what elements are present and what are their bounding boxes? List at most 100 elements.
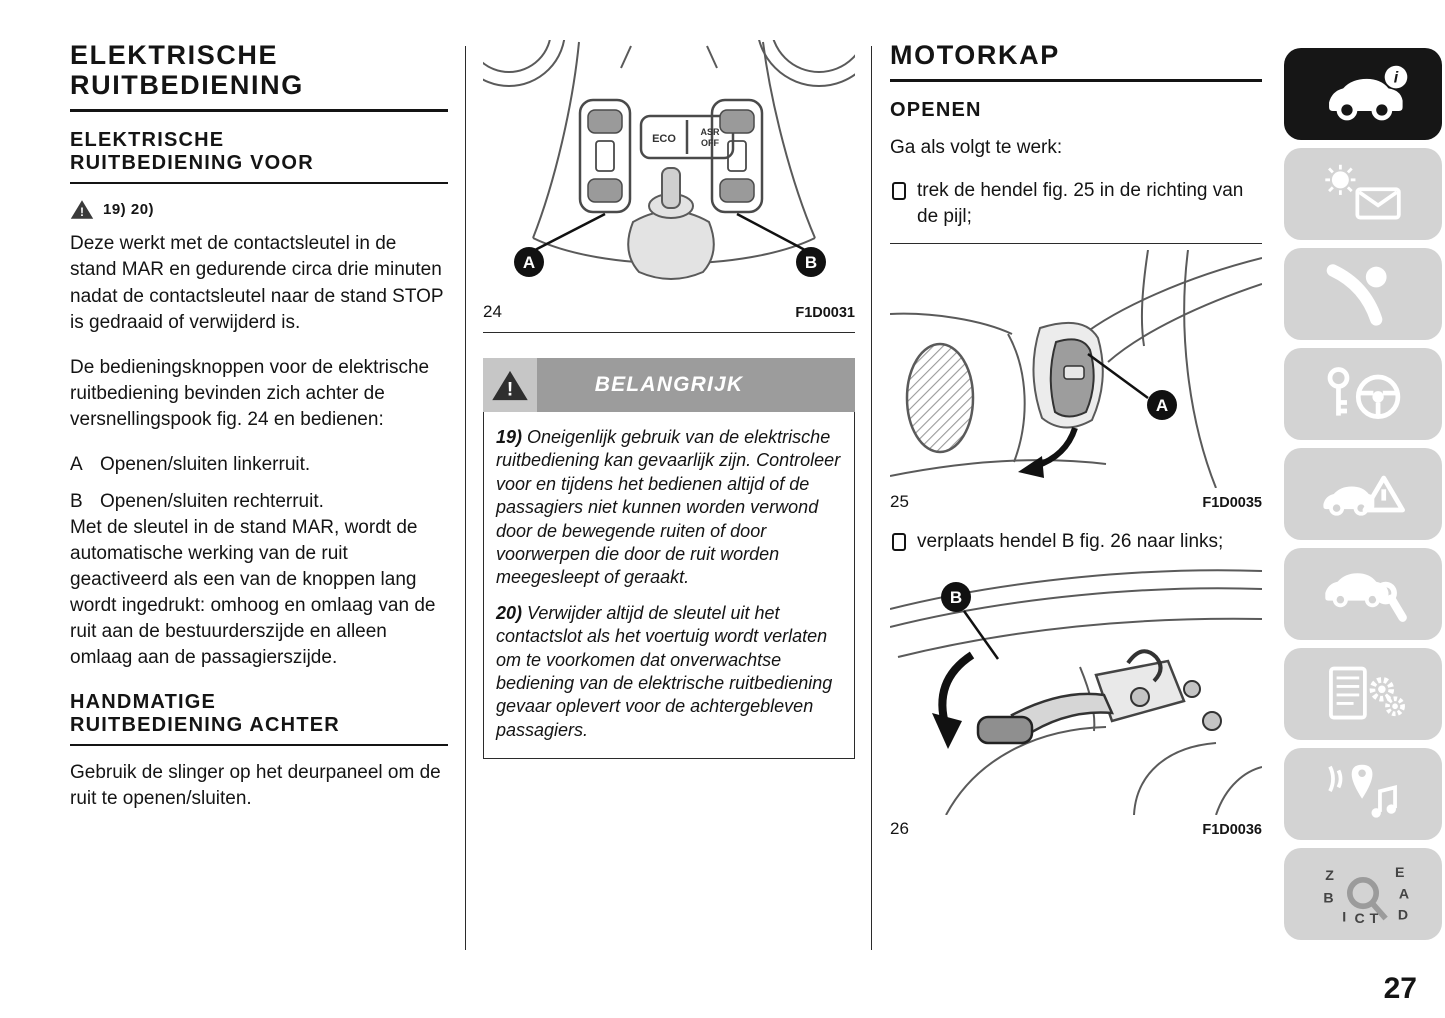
sidebar-tab-dashboard-lights-messages[interactable] xyxy=(1284,148,1442,240)
heading-openen: OPENEN xyxy=(890,99,1262,122)
figure-code: F1D0036 xyxy=(1202,822,1262,839)
section-title-motorkap: MOTORKAP xyxy=(890,40,1262,83)
paragraph: Met de sleutel in de stand MAR, wordt de… xyxy=(70,516,436,668)
figure-code: F1D0031 xyxy=(795,305,855,321)
figure-25-illustration: A xyxy=(890,250,1262,489)
note-text: Oneigenlijk gebruik van de elektrische r… xyxy=(496,427,841,588)
heading-line: HANDMATIGE xyxy=(70,690,217,713)
svg-text:D: D xyxy=(1398,906,1408,922)
chapter-tab-sidebar: i xyxy=(1284,48,1442,948)
note-ref: 19) xyxy=(496,427,523,447)
figure-26-caption: 26 F1D0036 xyxy=(890,819,1262,839)
heading-handmatige-ruitbediening-achter: HANDMATIGE RUITBEDIENING ACHTER xyxy=(70,691,448,746)
note-text: Verwijder altijd de sleutel uit het cont… xyxy=(496,602,833,740)
spec-sheet-gears-icon xyxy=(1329,666,1405,720)
heading-elektrische-ruitbediening-voor: ELEKTRISCHE RUITBEDIENING VOOR xyxy=(70,129,448,185)
list-item-b: B Openen/sluiten rechterruit. xyxy=(70,489,448,515)
safety-catch-lever xyxy=(976,716,1034,745)
heading-line: ELEKTRISCHE xyxy=(70,129,225,152)
svg-text:!: ! xyxy=(507,379,513,400)
eco-button-label: ECO xyxy=(652,133,676,145)
note-20: 20) Verwijder altijd de sleutel uit het … xyxy=(496,602,842,742)
title-line: MOTORKAP xyxy=(890,40,1060,70)
svg-text:E: E xyxy=(1395,864,1404,880)
fig26-label-b-badge: B xyxy=(941,582,971,613)
fig25-label-a-badge: A xyxy=(1147,390,1177,421)
sidebar-tab-safety[interactable] xyxy=(1284,248,1442,340)
sidebar-tab-technical-data[interactable] xyxy=(1284,648,1442,740)
figure-24-illustration: ECO ASR OFF A B xyxy=(483,40,855,280)
horizontal-rule xyxy=(890,243,1262,245)
list-item-key: A xyxy=(70,453,83,475)
car-wrench-icon xyxy=(1325,573,1407,622)
figure-24-caption: 24 F1D0031 xyxy=(483,302,855,322)
svg-text:B: B xyxy=(1323,889,1333,905)
important-notes: 19) Oneigenlijk gebruik van de elektrisc… xyxy=(483,412,855,760)
figure-24: ECO ASR OFF A B 24 F1D0031 xyxy=(483,40,855,322)
right-column: MOTORKAP OPENEN Ga als volgt te werk: tr… xyxy=(890,40,1262,839)
note-ref: 20) xyxy=(496,602,523,623)
heading-line: RUITBEDIENING VOOR xyxy=(70,152,314,175)
warning-reference-row: ! 19) 20) xyxy=(70,199,448,220)
figure-26-illustration: B xyxy=(890,569,1262,816)
sidebar-tab-multimedia[interactable] xyxy=(1284,748,1442,840)
section-title-elektrische-ruitbediening: ELEKTRISCHE RUITBEDIENING xyxy=(70,40,448,113)
key-steering-icon xyxy=(1327,367,1401,419)
svg-text:I: I xyxy=(1342,908,1346,924)
title-line: RUITBEDIENING xyxy=(70,70,304,101)
car-info-icon: i xyxy=(1329,65,1408,121)
svg-text:C: C xyxy=(1355,910,1365,926)
note-19: 19) Oneigenlijk gebruik van de elektrisc… xyxy=(496,426,842,590)
step-item-1: trek de hendel fig. 25 in de richting va… xyxy=(890,178,1262,230)
column-divider xyxy=(465,46,466,950)
svg-text:T: T xyxy=(1370,910,1379,926)
paragraph: Deze werkt met de contactsleutel in de s… xyxy=(70,233,444,333)
warning-triangle-icon: ! xyxy=(492,370,528,400)
list-item-text: Openen/sluiten rechterruit. xyxy=(100,490,324,512)
figure-26: B 26 F1D0036 xyxy=(890,563,1262,839)
warning-triangle-icon: ! xyxy=(70,200,94,219)
checkbox-bullet-icon xyxy=(892,533,906,552)
svg-text:Z: Z xyxy=(1325,867,1334,883)
svg-text:A: A xyxy=(1399,886,1409,902)
fig24-label-b-badge: B xyxy=(796,247,826,277)
speaker-grille xyxy=(905,343,975,454)
fig24-label-a-badge: A xyxy=(514,247,544,277)
step-text: trek de hendel fig. 25 in de richting va… xyxy=(917,180,1244,228)
sidebar-tab-starting-driving[interactable] xyxy=(1284,348,1442,440)
warning-light-message-icon xyxy=(1325,164,1401,220)
sidebar-tab-vehicle-info[interactable]: i xyxy=(1284,48,1442,140)
banner-warning-box: ! xyxy=(483,358,537,412)
figure-25: A 25 F1D0035 xyxy=(890,250,1262,512)
sidebar-tab-emergency[interactable] xyxy=(1284,448,1442,540)
figure-number: 24 xyxy=(483,302,502,321)
sidebar-tab-maintenance[interactable] xyxy=(1284,548,1442,640)
list-item-key: B xyxy=(70,490,83,512)
step-text: verplaats hendel B fig. 26 naar links; xyxy=(917,531,1224,553)
title-line: ELEKTRISCHE xyxy=(70,40,279,70)
horizontal-rule xyxy=(483,332,855,333)
seatbelt-airbag-icon xyxy=(1326,264,1387,326)
paragraph: De bedieningsknoppen voor de elektrische… xyxy=(70,356,430,430)
list-item-text: Openen/sluiten linkerruit. xyxy=(100,453,311,475)
important-banner: BELANGRIJK ! xyxy=(483,358,855,412)
important-banner-title: BELANGRIJK xyxy=(594,373,744,396)
svg-text:A: A xyxy=(523,253,535,272)
column-divider xyxy=(871,46,872,950)
figure-number: 26 xyxy=(890,819,909,839)
step-item-2: verplaats hendel B fig. 26 naar links; xyxy=(890,529,1262,555)
svg-text:B: B xyxy=(950,588,962,607)
asr-button-label: ASR xyxy=(700,127,720,137)
paragraph: Gebruik de slinger op het deurpaneel om … xyxy=(70,761,441,809)
move-left-arrow xyxy=(938,651,975,729)
heading-line: RUITBEDIENING ACHTER xyxy=(70,713,340,736)
sidebar-tab-index[interactable]: Z E A B D I C T xyxy=(1284,848,1442,940)
car-warning-triangle-icon xyxy=(1323,475,1405,516)
figure-code: F1D0035 xyxy=(1202,495,1262,512)
page-number: 27 xyxy=(1383,972,1417,1005)
svg-text:B: B xyxy=(805,253,817,272)
svg-text:!: ! xyxy=(80,205,84,219)
list-item-a: A Openen/sluiten linkerruit. xyxy=(70,452,448,478)
middle-column: ECO ASR OFF A B 24 F1D0031 BE xyxy=(483,40,855,760)
checkbox-bullet-icon xyxy=(892,182,906,201)
